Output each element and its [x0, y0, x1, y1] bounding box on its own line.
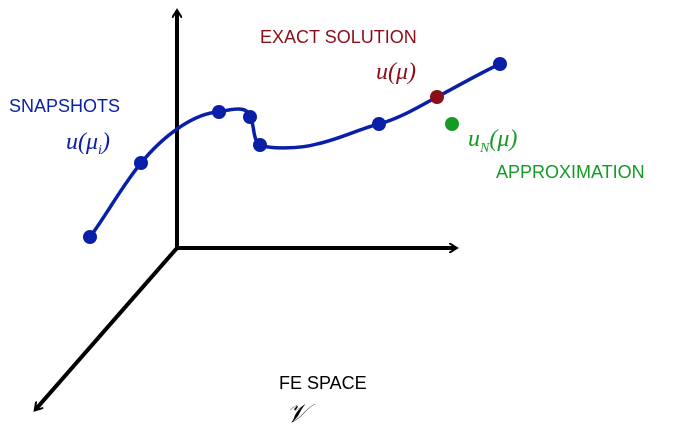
depth-axis: [36, 246, 179, 409]
snapshot-point: [372, 117, 386, 131]
approximation-point: [445, 117, 459, 131]
exact-solution-label: EXACT SOLUTION: [260, 27, 417, 47]
snapshot-point: [253, 138, 267, 152]
snapshot-point: [212, 105, 226, 119]
space-symbol: 𝒱: [286, 399, 316, 428]
snapshot-math: u(μi): [66, 129, 110, 158]
snapshot-point: [493, 57, 507, 71]
solution-manifold-curve: [88, 62, 502, 239]
fe-space-label: FE SPACE: [279, 373, 367, 393]
exact-solution-point: [430, 90, 444, 104]
approximation-label: APPROXIMATION: [496, 162, 645, 182]
exact-solution-math: u(μ): [376, 59, 416, 85]
snapshot-point: [243, 110, 257, 124]
snapshot-point: [134, 156, 148, 170]
approximation-math: uN(μ): [468, 126, 517, 156]
snapshot-point: [83, 230, 97, 244]
snapshot-points: [83, 57, 507, 244]
snapshots-label: SNAPSHOTS: [9, 96, 120, 116]
